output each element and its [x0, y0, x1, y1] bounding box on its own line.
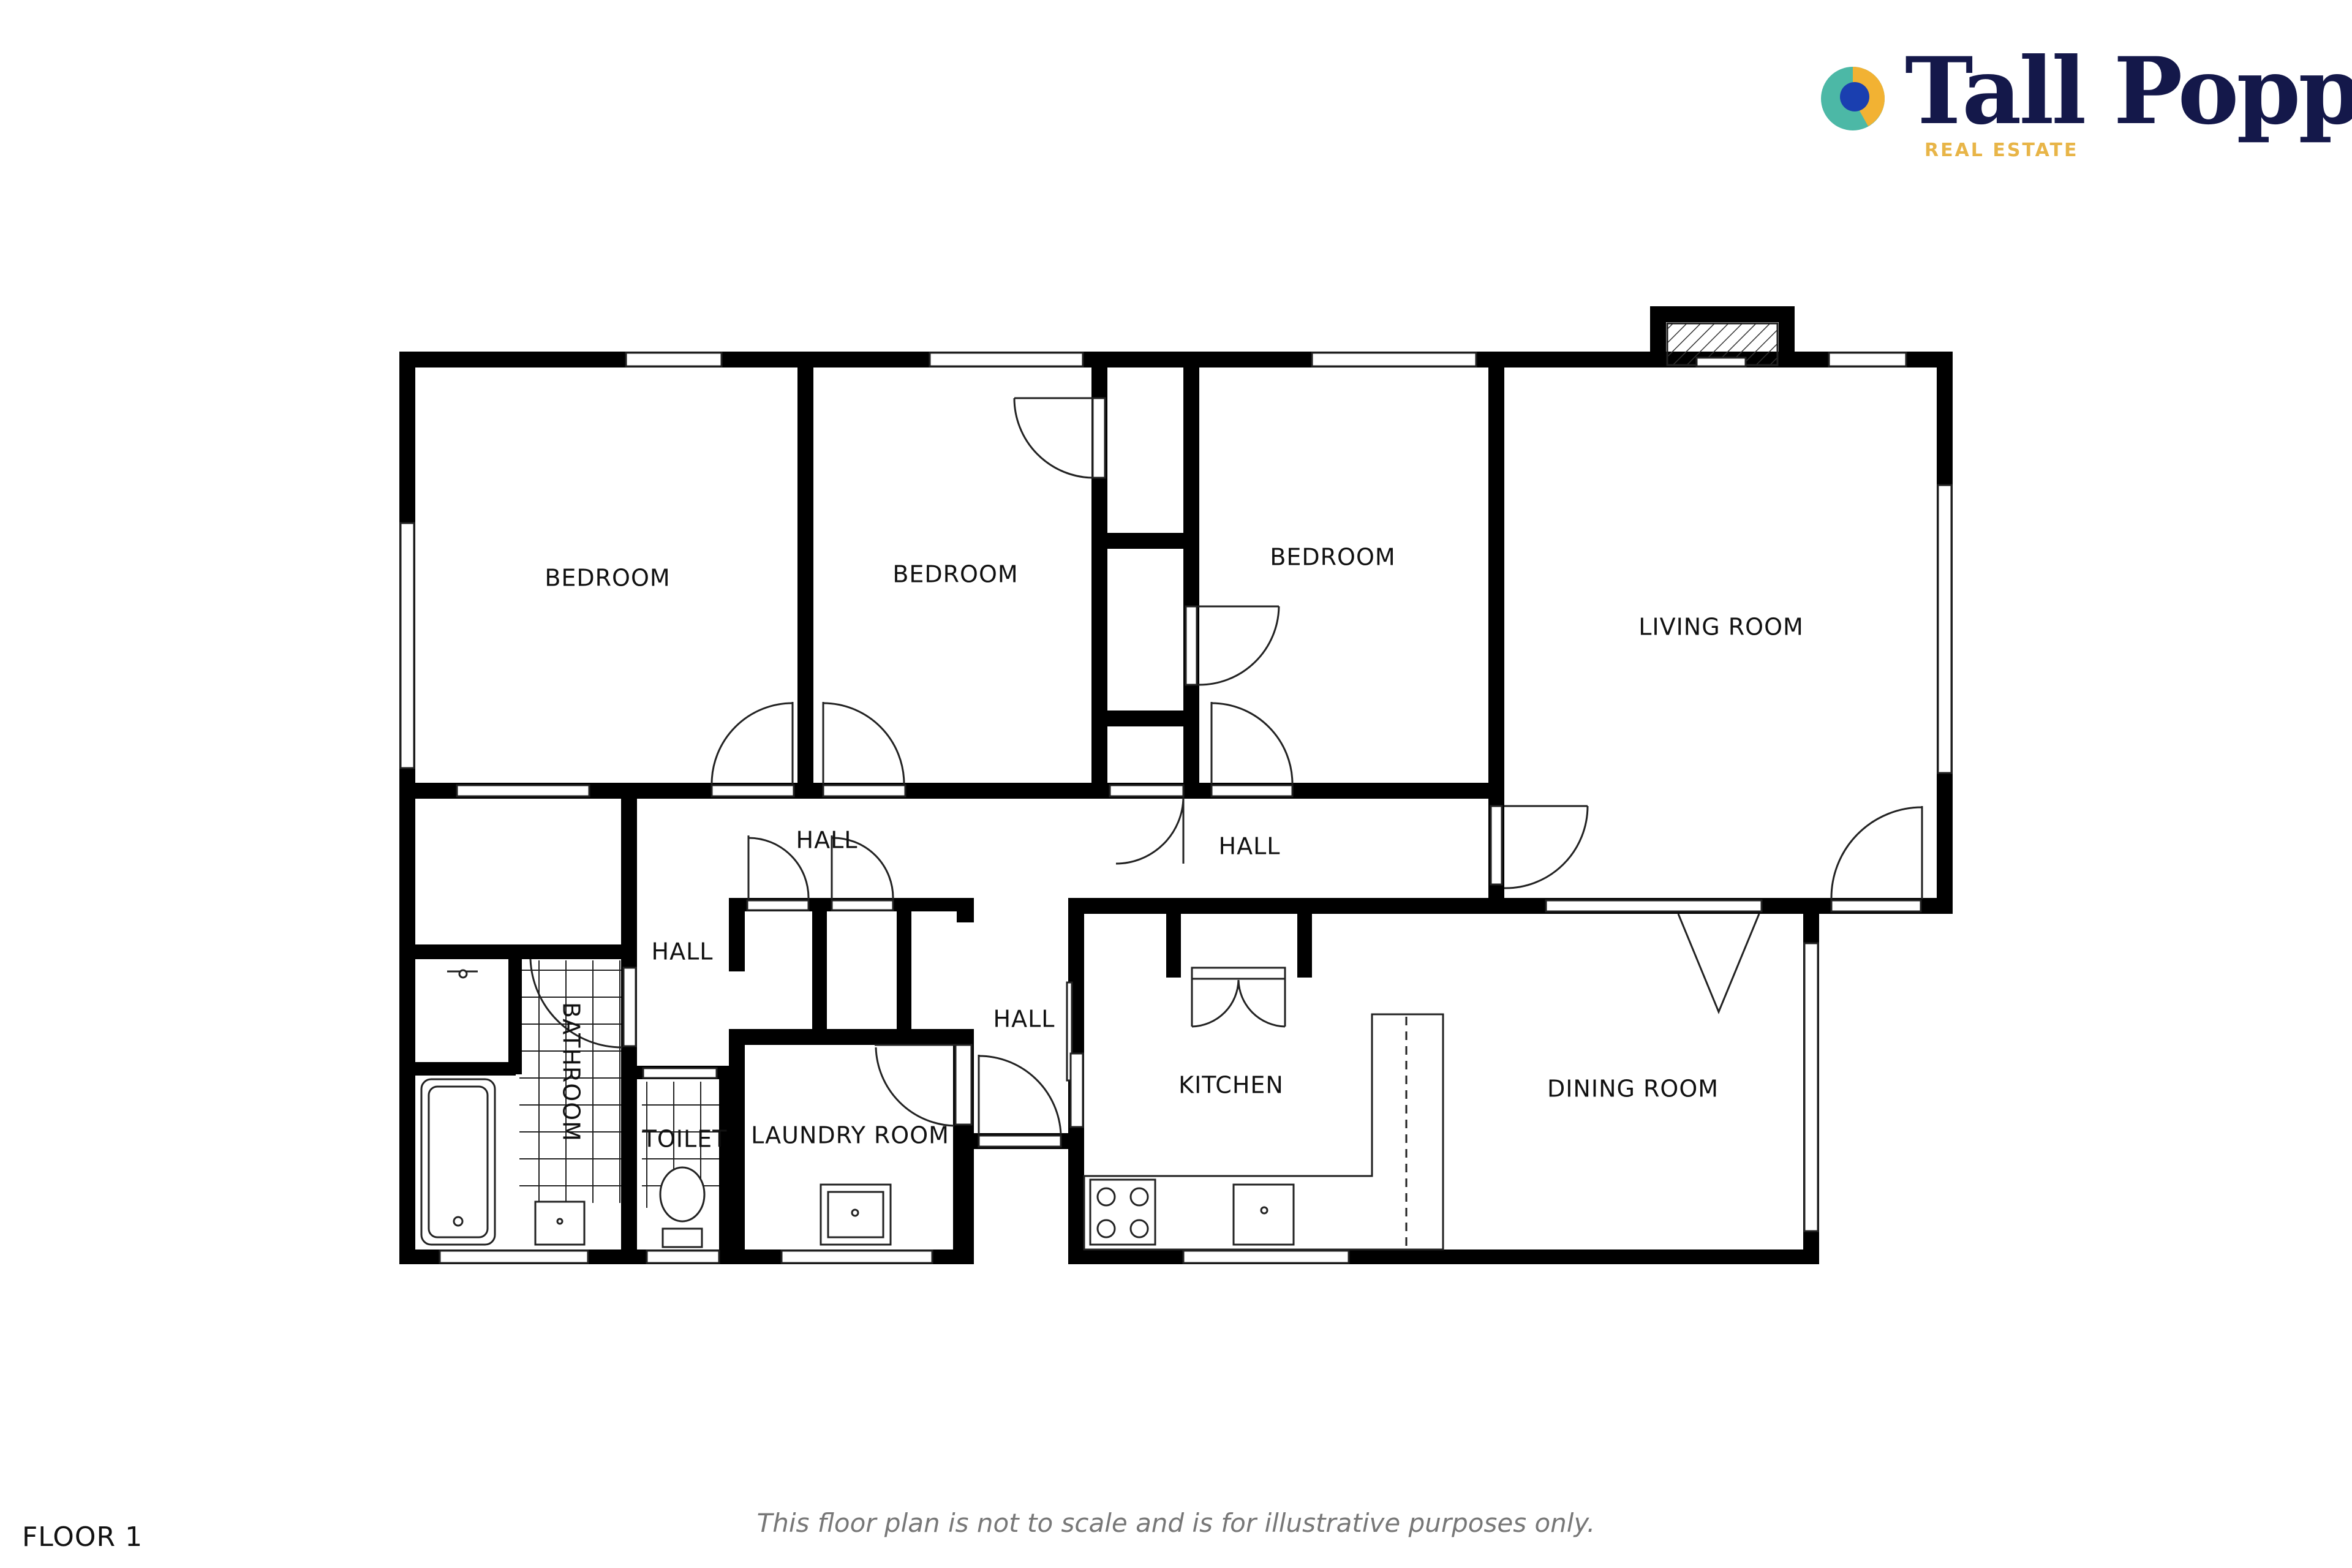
room-labels: BEDROOM BEDROOM BEDROOM LIVING ROOM HALL…	[545, 544, 1803, 1153]
disclaimer: This floor plan is not to scale and is f…	[756, 1508, 1596, 1538]
hall-left-label: HALL	[652, 938, 714, 965]
poppy-logo-icon	[1821, 67, 1885, 130]
kitchen-bench	[1083, 1013, 1444, 1251]
brand-name: Tall Poppy	[1905, 37, 2352, 145]
bathroom-label: BATHROOM	[558, 1002, 585, 1142]
kitchen-label: KITCHEN	[1178, 1072, 1284, 1099]
hall-upper-left-label: HALL	[796, 827, 858, 854]
windows	[399, 352, 1953, 1264]
bedroom-3-label: BEDROOM	[1270, 544, 1395, 571]
brand-logo: Tall Poppy REAL ESTATE	[1813, 45, 2352, 175]
living-room-label: LIVING ROOM	[1638, 614, 1804, 641]
toilet-bowl	[659, 1166, 706, 1223]
bedroom-2-label: BEDROOM	[892, 561, 1018, 588]
hall-center-label: HALL	[993, 1006, 1055, 1033]
bathroom-tile-floor	[519, 960, 621, 1203]
toilet-label: TOILET	[642, 1126, 728, 1153]
brand-tagline: REAL ESTATE	[1924, 140, 2079, 161]
kitchen-sink	[1232, 1183, 1295, 1246]
wardrobe-bedroom-1	[415, 799, 621, 944]
doors	[529, 397, 1923, 1148]
bedroom-1-label: BEDROOM	[545, 565, 670, 592]
fixtures	[420, 969, 1444, 1251]
fireplace-hearth	[1695, 356, 1747, 368]
hall-upper-right-label: HALL	[1219, 833, 1281, 860]
laundry-room-label: LAUNDRY ROOM	[751, 1122, 949, 1149]
dining-room-label: DINING ROOM	[1547, 1076, 1719, 1102]
floor-label: FLOOR 1	[22, 1521, 143, 1553]
